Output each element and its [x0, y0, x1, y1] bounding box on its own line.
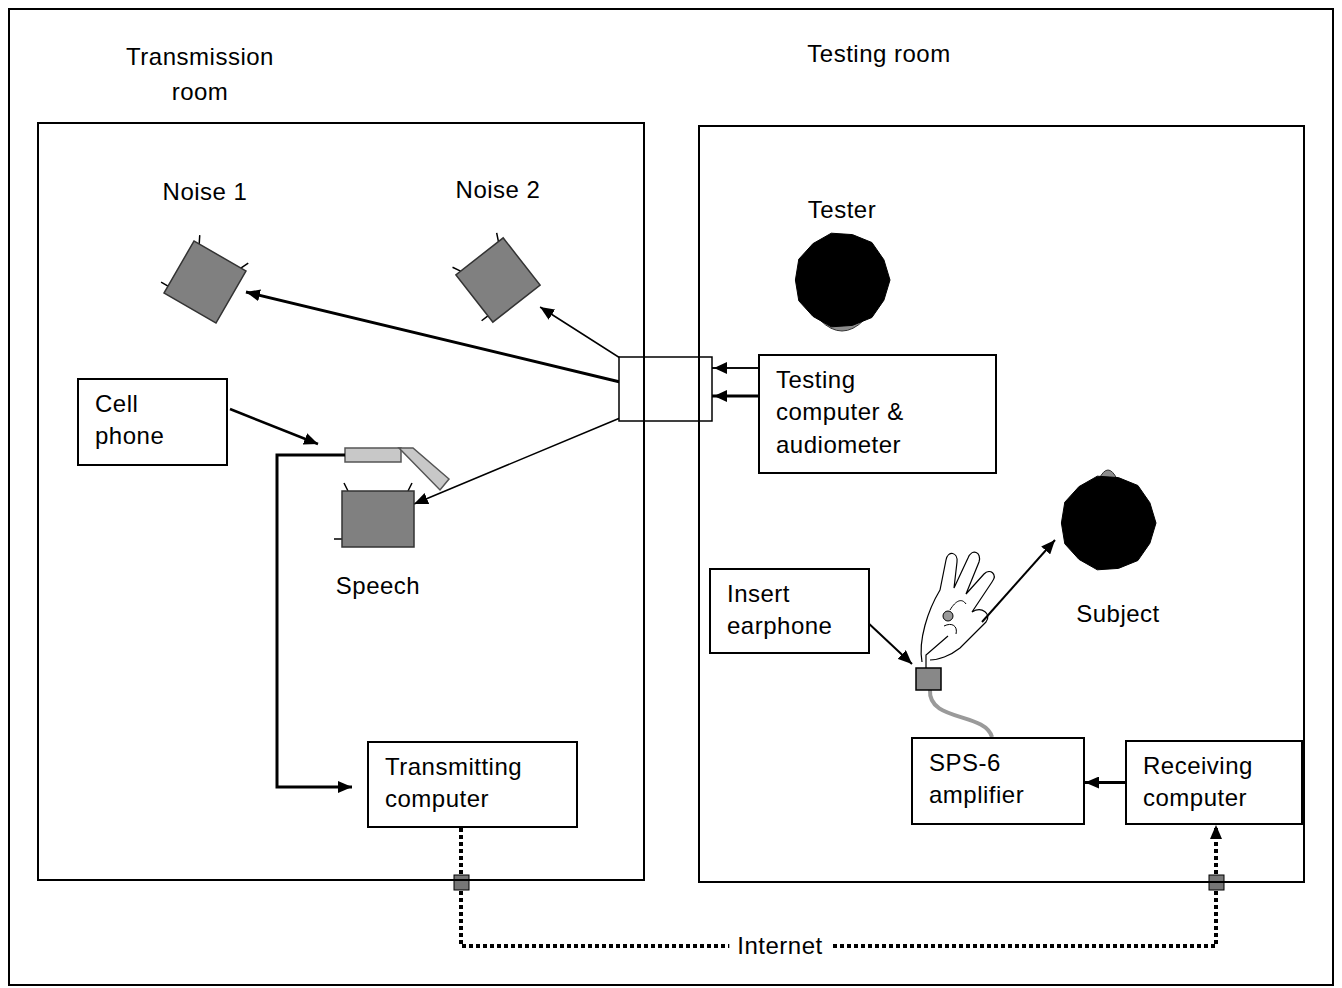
edge-label: Internet — [729, 930, 830, 961]
node-label: Cell phone — [95, 388, 175, 453]
outer-frame — [9, 9, 1333, 985]
person-head: Tester — [782, 194, 902, 335]
speaker-icon — [318, 482, 438, 556]
earphone-tube — [926, 636, 948, 668]
phone-handset — [345, 448, 401, 462]
phone-handset — [399, 448, 449, 490]
hand-outline — [921, 552, 994, 662]
node-label: Transmission room — [110, 40, 290, 110]
network-link — [461, 825, 1216, 946]
earphone-cable — [930, 690, 992, 737]
network-port — [454, 875, 469, 890]
node-label: Noise 1 — [163, 176, 248, 207]
speaker-body — [164, 241, 246, 323]
computer-box: Receiving computer — [1125, 740, 1303, 825]
arrow-head — [714, 390, 727, 402]
node-label: Receiving computer — [1143, 750, 1285, 815]
node-label: Speech — [336, 570, 420, 601]
person-head: Subject — [1048, 465, 1188, 629]
loudspeaker: Noise 1 — [145, 176, 265, 332]
loudspeaker: Speech — [318, 482, 438, 601]
node-label: Transmitting computer — [385, 751, 560, 816]
computer-box: Testing computer & audiometer — [758, 354, 997, 474]
amplifier-box: SPS-6 amplifier — [911, 737, 1085, 825]
earphone-tip — [943, 611, 953, 621]
device-box: Cell phone — [77, 378, 228, 466]
room-outline: Testing roomTesterTesting computer & aud… — [698, 125, 1305, 883]
speaker-icon — [155, 232, 255, 332]
node-label: Insert earphone — [727, 578, 852, 643]
head-shape — [1061, 476, 1156, 570]
arrow-head — [714, 362, 727, 374]
callout-box: Insert earphone — [709, 568, 870, 654]
earphone-transducer — [916, 668, 941, 690]
phone-wire — [277, 455, 352, 787]
speaker-icon — [448, 230, 548, 330]
room-outline: Transmission roomNoise 1Noise 2Cell phon… — [37, 122, 645, 881]
callout-arrow — [230, 409, 318, 444]
node-label: Noise 2 — [456, 174, 541, 205]
signal-arrow — [982, 540, 1055, 622]
node-label: SPS-6 amplifier — [929, 747, 1064, 812]
node-label: Subject — [1076, 598, 1160, 629]
head-icon — [1048, 465, 1188, 581]
callout-arrow — [865, 620, 912, 664]
node-label: Testing computer & audiometer — [776, 364, 941, 461]
head-icon — [782, 225, 902, 335]
loudspeaker: Noise 2 — [438, 174, 558, 330]
node-label: Tester — [808, 194, 876, 225]
node-label: Testing room — [789, 37, 969, 72]
speaker-body — [342, 491, 414, 547]
computer-box: Transmitting computer — [367, 741, 578, 828]
speaker-body — [456, 238, 540, 322]
signal-line — [1085, 781, 1125, 784]
head-shape — [795, 233, 890, 327]
hand-outline — [944, 601, 966, 634]
